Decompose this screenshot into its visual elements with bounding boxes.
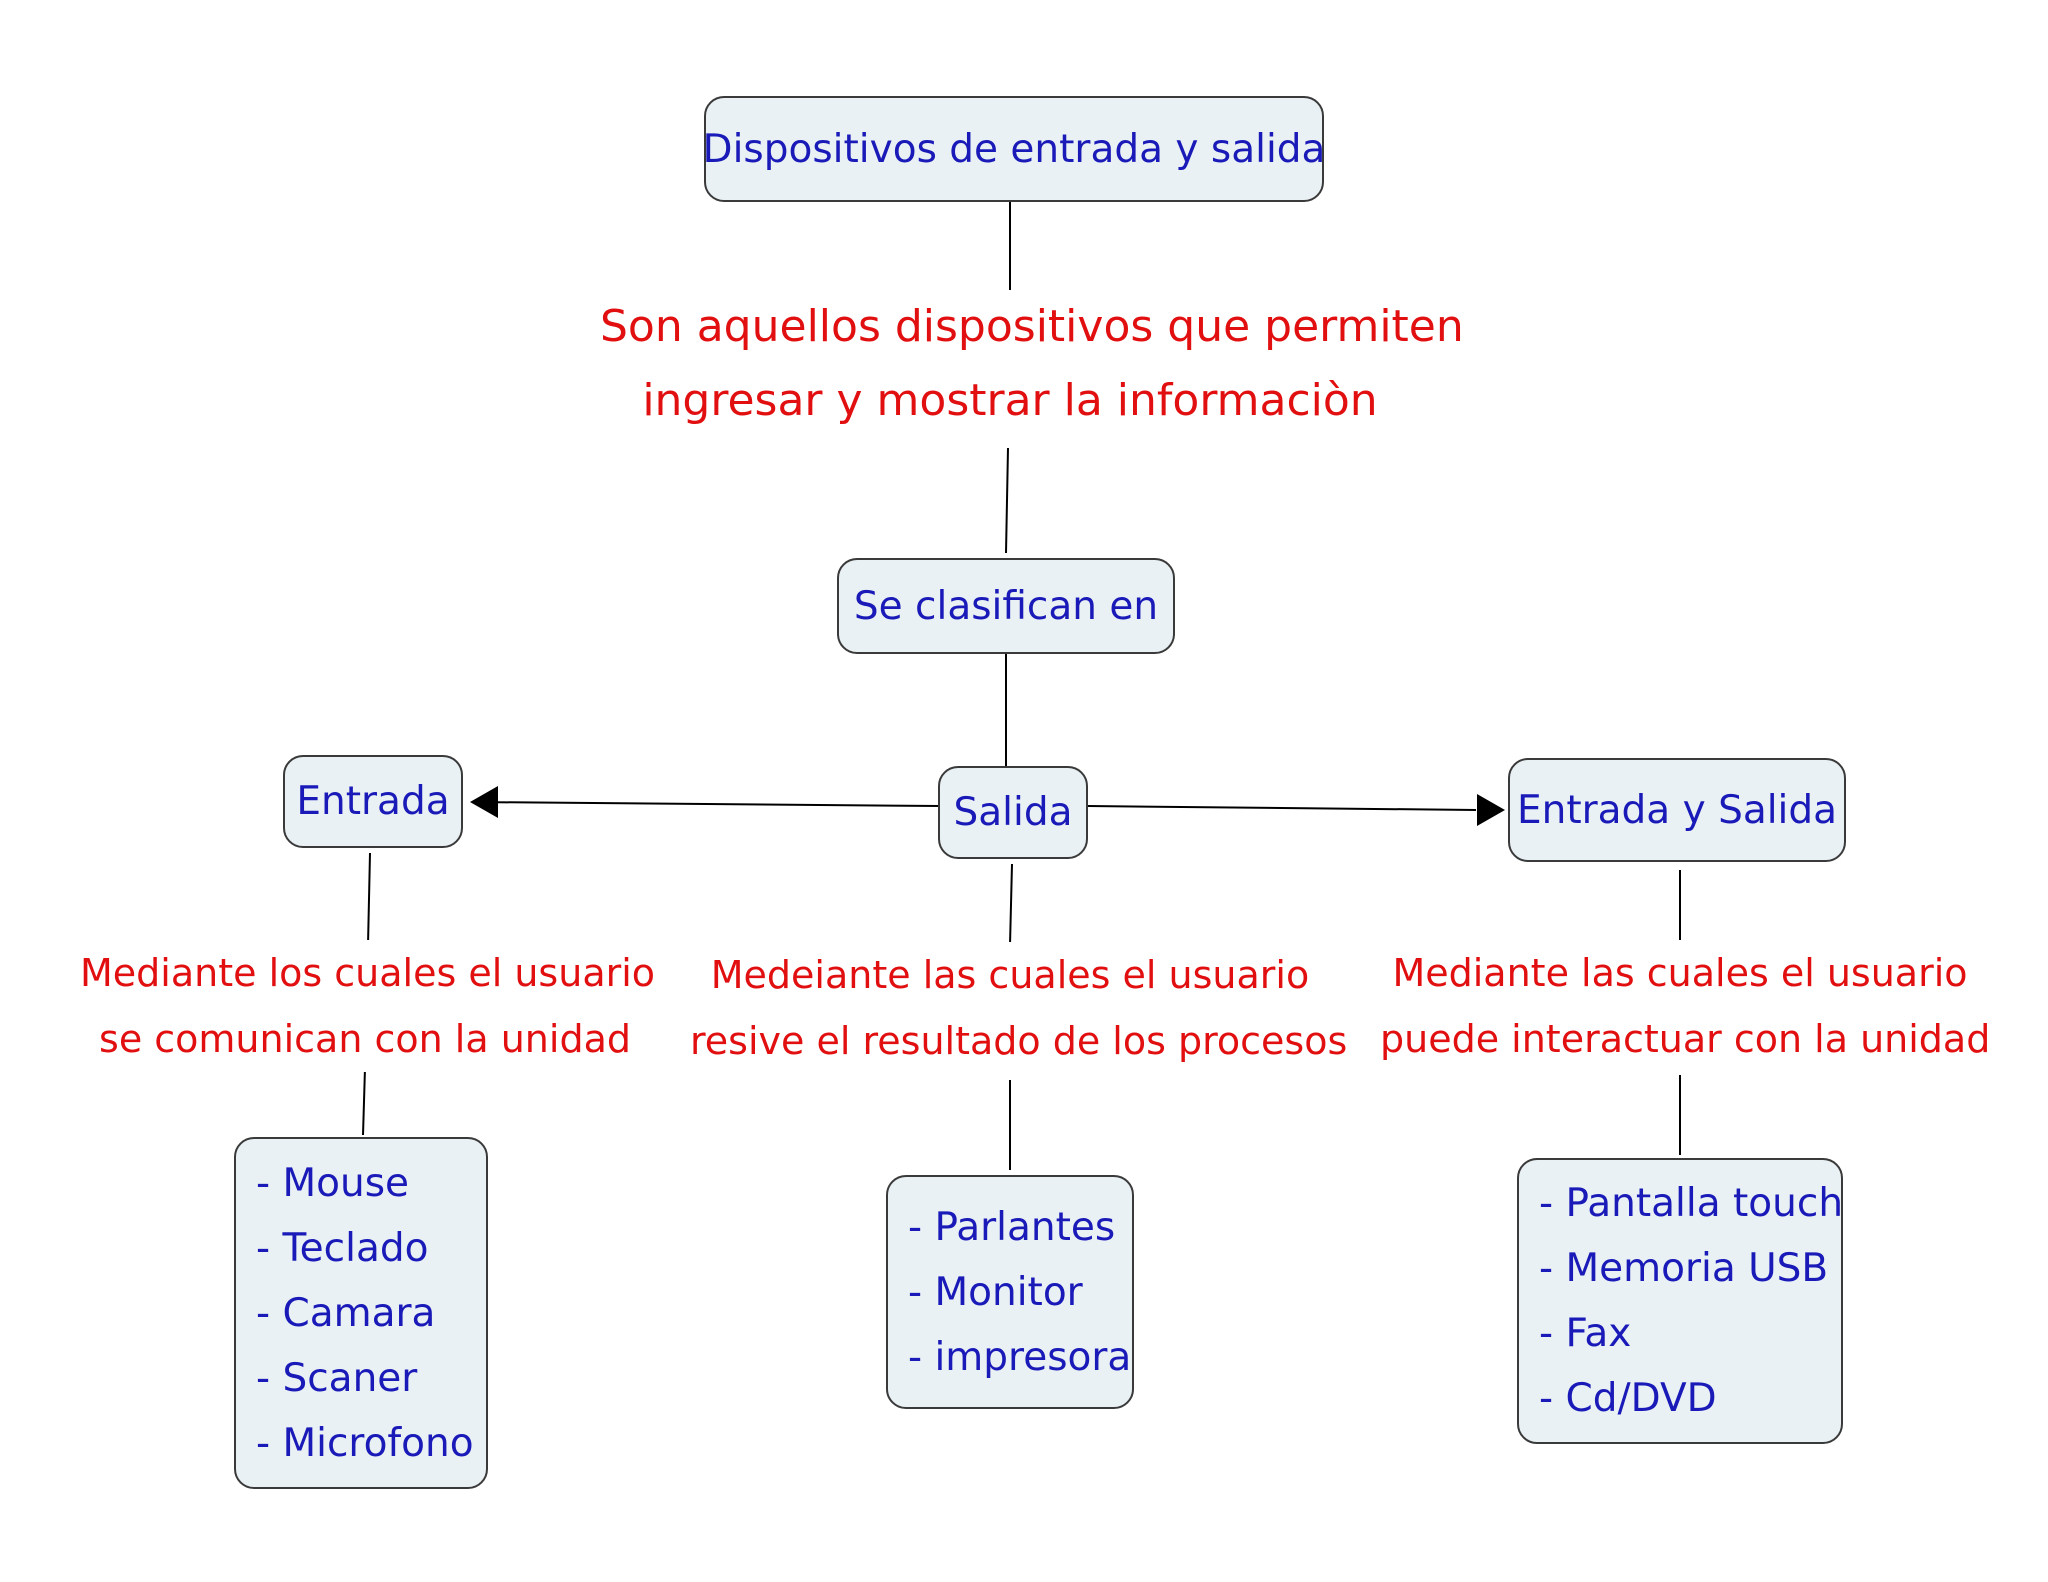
arrow-salida-entrada (471, 801, 941, 807)
label-definition-line-1: Son aquellos dispositivos que permiten (600, 301, 1464, 352)
list-item: - Microfono (256, 1420, 474, 1466)
label-definition: Son aquellos dispositivos que permiten i… (600, 290, 1464, 438)
label-entrada-salida-line-1: Mediante las cuales el usuario (1392, 951, 1968, 995)
node-root-label: Dispositivos de entrada y salida (702, 126, 1326, 172)
list-item: - impresora (908, 1334, 1132, 1380)
list-item: - Mouse (256, 1160, 410, 1206)
node-clasifican-label: Se clasifican en (853, 583, 1159, 629)
list-salida: - Parlantes - Monitor - impresora (886, 1175, 1134, 1409)
link-entrada-label (367, 852, 371, 946)
label-entrada-line-1: Mediante los cuales el usuario (80, 951, 656, 995)
list-entrada: - Mouse - Teclado - Camara - Scaner - Mi… (234, 1137, 488, 1489)
link-salida-label (1009, 863, 1013, 946)
link-definition-clasifican (1005, 447, 1009, 554)
list-item: - Pantalla touch (1539, 1181, 1844, 1226)
node-root: Dispositivos de entrada y salida (702, 96, 1326, 202)
label-entrada: Mediante los cuales el usuario se comuni… (80, 940, 656, 1072)
list-entrada-salida: - Pantalla touch - Memoria USB - Fax - C… (1517, 1158, 1843, 1444)
label-salida-line-1: Medeiante las cuales el usuario (710, 953, 1310, 997)
arrowhead-entrada (470, 786, 498, 818)
link-entrada-label-list (362, 1067, 366, 1136)
label-entrada-salida: Mediante las cuales el usuario puede int… (1380, 940, 1991, 1072)
node-entrada-label: Entrada (296, 779, 450, 824)
list-item: - Parlantes (908, 1204, 1116, 1250)
list-entrada-salida-items: - Pantalla touch - Memoria USB - Fax - C… (1539, 1171, 1843, 1431)
list-salida-items: - Parlantes - Monitor - impresora (908, 1195, 1131, 1390)
node-entrada-salida-label: Entrada y Salida (1516, 787, 1838, 833)
node-clasifican: Se clasifican en (837, 558, 1175, 654)
list-item: - Monitor (908, 1269, 1083, 1315)
node-entrada-salida: Entrada y Salida (1508, 758, 1846, 862)
label-entrada-line-2: se comunican con la unidad (99, 1017, 631, 1061)
node-salida: Salida (938, 766, 1088, 859)
list-item: - Memoria USB (1539, 1246, 1829, 1291)
list-item: - Cd/DVD (1539, 1376, 1717, 1421)
list-item: - Scaner (256, 1355, 418, 1401)
arrow-salida-entrada-salida (1087, 805, 1477, 811)
label-entrada-salida-line-2: puede interactuar con la unidad (1380, 1017, 1991, 1061)
list-item: - Fax (1539, 1311, 1632, 1356)
list-item: - Teclado (256, 1225, 429, 1271)
label-salida-line-2: resive el resultado de los procesos (690, 1019, 1348, 1063)
list-item: - Camara (256, 1290, 436, 1336)
label-definition-line-2: ingresar y mostrar la informaciòn (642, 375, 1378, 426)
node-entrada: Entrada (283, 755, 463, 848)
label-salida: Medeiante las cuales el usuario resive e… (690, 942, 1348, 1074)
arrowhead-entrada-salida (1477, 794, 1505, 826)
list-entrada-items: - Mouse - Teclado - Camara - Scaner - Mi… (256, 1151, 474, 1476)
node-salida-label: Salida (953, 790, 1073, 835)
